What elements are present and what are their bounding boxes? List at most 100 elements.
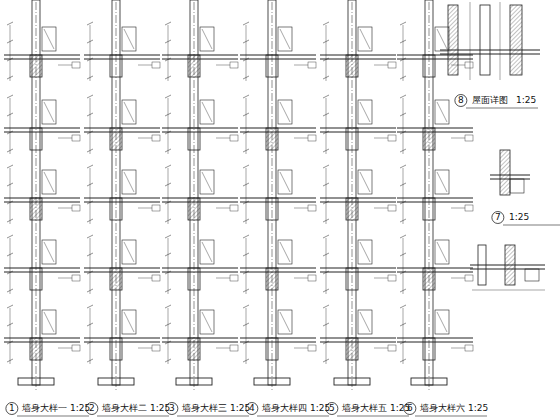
drawing-stroke: [230, 62, 238, 68]
drawing-stroke: [58, 278, 72, 279]
drawing-stroke: [87, 183, 93, 186]
title-underline: [466, 108, 538, 109]
drawing-stroke: [266, 55, 278, 77]
drawing-stroke: [266, 128, 278, 150]
drawing-stroke: [326, 98, 327, 154]
drawing-stroke: [165, 183, 171, 186]
drawing-stroke: [7, 113, 13, 116]
drawing-stroke: [400, 58, 406, 61]
drawing-stroke: [323, 95, 329, 98]
drawing-stroke: [294, 65, 308, 66]
scale-text: 1:25: [150, 404, 170, 413]
drawing-stroke: [87, 359, 93, 362]
drawing-stroke: [465, 345, 473, 351]
drawing-stroke: [30, 55, 42, 77]
drawing-stroke: [243, 40, 249, 43]
drawing-stroke: [188, 268, 200, 290]
drawing-stroke: [400, 76, 406, 79]
drawing-stroke: [374, 278, 388, 279]
drawing-stroke: [87, 95, 93, 98]
drawing-stroke: [165, 40, 171, 43]
callout-number: 4: [249, 404, 255, 413]
drawing-stroke: [440, 50, 540, 51]
drawing-stroke: [400, 219, 406, 222]
drawing-stroke: [400, 359, 406, 362]
drawing-stroke: [465, 275, 473, 281]
drawing-stroke: [216, 278, 230, 279]
drawing-stroke: [346, 55, 358, 77]
drawing-stroke: [30, 128, 42, 150]
scale-text: 1:25: [509, 213, 529, 222]
drawing-stroke: [266, 338, 278, 360]
drawing-stroke: [7, 183, 13, 186]
drawing-stroke: [500, 150, 510, 195]
drawing-stroke: [168, 238, 169, 294]
drawing-stroke: [346, 198, 358, 220]
drawing-stroke: [7, 201, 13, 204]
drawing-stroke: [122, 240, 136, 264]
drawing-stroke: [268, 0, 276, 385]
drawing-stroke: [230, 135, 238, 141]
drawing-stroke: [470, 2, 471, 80]
drawing-stroke: [374, 208, 388, 209]
drawing-stroke: [200, 100, 214, 124]
drawing-stroke: [323, 183, 329, 186]
drawing-stroke: [403, 25, 404, 81]
drawing-stroke: [230, 205, 238, 211]
title-underline: [503, 225, 560, 226]
drawing-stroke: [435, 240, 449, 264]
drawing-stroke: [400, 323, 406, 326]
drawing-stroke: [294, 348, 308, 349]
drawing-stroke: [202, 172, 212, 192]
drawing-stroke: [87, 323, 93, 326]
drawing-stroke: [87, 40, 93, 43]
drawing-stroke: [254, 378, 290, 385]
drawing-stroke: [246, 308, 247, 364]
drawing-stroke: [400, 235, 406, 238]
drawing-stroke: [437, 242, 447, 262]
drawing-stroke: [165, 253, 171, 256]
scale-text: 1:25: [516, 96, 536, 105]
drawing-stroke: [334, 378, 370, 385]
drawing-stroke: [403, 98, 404, 154]
drawing-stroke: [138, 348, 152, 349]
drawing-stroke: [308, 205, 316, 211]
drawing-stroke: [388, 275, 396, 281]
detail-title: 墙身大样四: [262, 404, 307, 413]
drawing-stroke: [425, 0, 433, 385]
drawing-stroke: [110, 55, 122, 77]
drawing-stroke: [400, 22, 406, 25]
drawing-stroke: [7, 165, 13, 168]
drawing-stroke: [323, 323, 329, 326]
drawing-stroke: [451, 208, 465, 209]
drawing-stroke: [165, 305, 171, 308]
drawing-stroke: [138, 278, 152, 279]
drawing-stroke: [323, 305, 329, 308]
drawing-stroke: [346, 338, 358, 360]
scale-text: 1:25: [70, 404, 90, 413]
drawing-stroke: [358, 240, 372, 264]
drawing-stroke: [500, 2, 501, 80]
drawing-stroke: [10, 25, 11, 81]
drawing-stroke: [243, 95, 249, 98]
callout-circle: [455, 95, 467, 107]
drawing-stroke: [122, 27, 136, 51]
drawing-stroke: [7, 22, 13, 25]
drawing-stroke: [294, 138, 308, 139]
scale-text: 1:25: [230, 404, 250, 413]
drawing-stroke: [87, 271, 93, 274]
drawing-stroke: [87, 305, 93, 308]
drawing-stroke: [280, 242, 290, 262]
drawing-stroke: [323, 271, 329, 274]
detail-title: 墙身大样一: [22, 404, 67, 413]
drawing-stroke: [200, 27, 214, 51]
drawing-stroke: [58, 65, 72, 66]
detail-title: 墙身大样二: [102, 404, 147, 413]
drawing-stroke: [278, 27, 292, 51]
drawing-stroke: [243, 359, 249, 362]
drawing-stroke: [124, 172, 134, 192]
drawing-stroke: [326, 168, 327, 224]
drawing-stroke: [243, 76, 249, 79]
drawing-stroke: [358, 27, 372, 51]
